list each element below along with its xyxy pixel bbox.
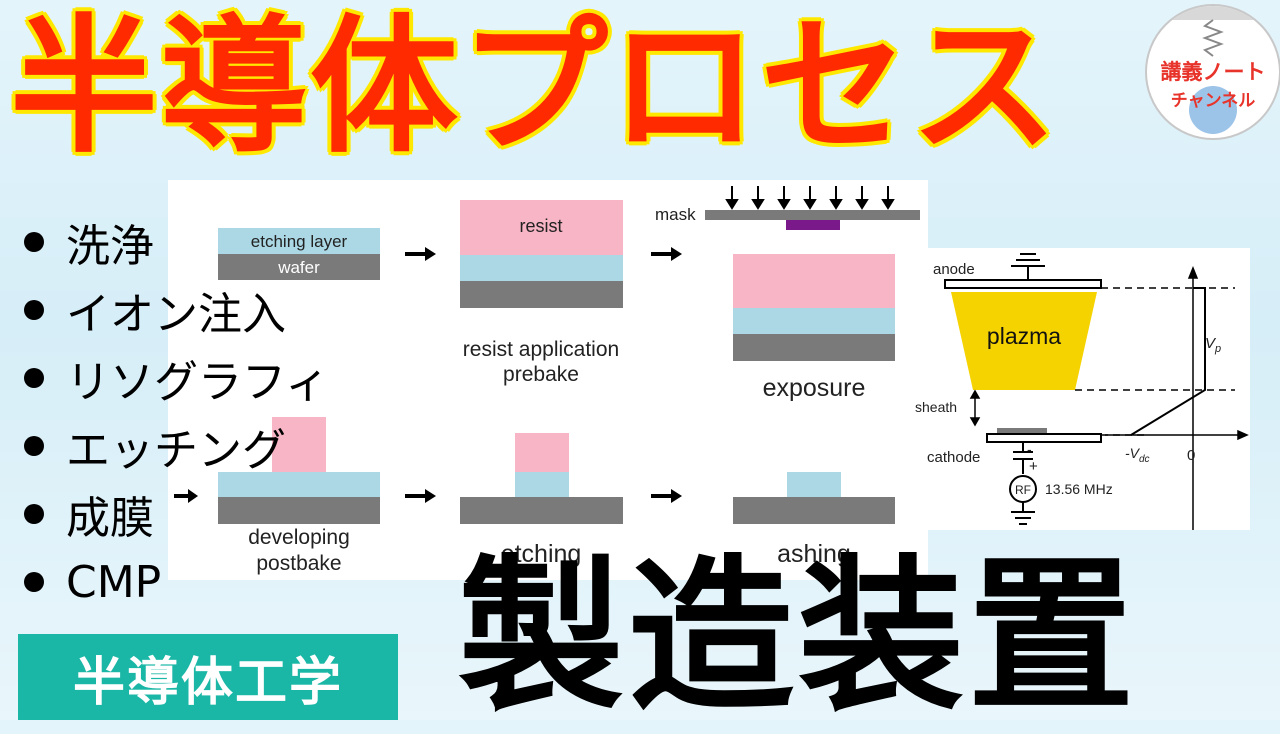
bullet-icon — [24, 368, 44, 388]
list-item-label: 洗浄 — [66, 221, 154, 272]
topic-list: 洗浄 イオン注入 リソグラフィ エッチング 成膜 CMP — [18, 208, 329, 616]
list-item: 洗浄 — [18, 208, 329, 276]
cathode-label: cathode — [927, 449, 980, 466]
wafer-layer — [460, 497, 623, 524]
wafer-layer — [733, 334, 895, 361]
vdc-sub: dc — [1139, 454, 1150, 465]
wafer-layer — [460, 281, 623, 308]
bullet-icon — [24, 300, 44, 320]
vp-label: V — [1205, 335, 1217, 352]
svg-text:Vp: Vp — [1205, 335, 1221, 355]
ground-icon — [1011, 253, 1045, 280]
equipment-heading: 製造装置 — [458, 541, 1138, 734]
main-title: 半導体プロセス — [10, 1, 1060, 173]
potential-curve — [1130, 287, 1206, 436]
list-item: イオン注入 — [18, 276, 329, 344]
arrow-icon — [651, 247, 682, 261]
etched-layer — [787, 472, 841, 497]
plasma-region — [951, 292, 1097, 390]
capacitor-icon — [1013, 442, 1033, 474]
list-item-label: CMP — [66, 556, 162, 608]
step-prebake-label: prebake — [503, 363, 579, 386]
bullet-icon — [24, 572, 44, 592]
plasma-label: plazma — [987, 323, 1061, 349]
wafer-layer — [733, 497, 895, 524]
list-item: 成膜 — [18, 480, 329, 548]
list-item-label: エッチング — [66, 425, 286, 476]
wafer-label: wafer — [277, 258, 320, 277]
process-diagram: etching layer wafer resist resist applic… — [168, 180, 928, 580]
mask-pattern — [786, 220, 840, 230]
vdc-label: -V — [1125, 445, 1141, 461]
mask — [705, 210, 920, 220]
step-exposure-label: exposure — [763, 374, 866, 402]
plasma-diagram: anode plazma Vp -Vdc 0 sheath cathode — [905, 248, 1250, 530]
frequency-label: 13.56 MHz — [1045, 481, 1113, 497]
svg-text:-Vdc: -Vdc — [1125, 445, 1150, 465]
anode-plate — [944, 279, 1102, 289]
resist-pattern — [272, 417, 326, 472]
sheath-label: sheath — [915, 399, 957, 415]
channel-logo: 講義ノート チャンネル — [1145, 4, 1280, 140]
etching-layer-label: etching layer — [251, 232, 348, 251]
minus-label: - — [1027, 441, 1032, 457]
resist-layer — [460, 200, 623, 255]
resist-layer — [733, 254, 895, 308]
resist-label: resist — [519, 216, 562, 236]
arrow-icon — [405, 489, 436, 503]
etching-layer — [733, 308, 895, 334]
list-item-label: リソグラフィ — [66, 357, 330, 408]
cathode-plate — [986, 433, 1102, 443]
step-etching-label: etching — [501, 540, 582, 568]
plasma-diagram-graphic: anode plazma Vp -Vdc 0 sheath cathode — [915, 253, 1249, 530]
vp-sub: p — [1214, 343, 1221, 355]
bullet-icon — [24, 504, 44, 524]
wafer-layer — [218, 254, 380, 280]
zero-label: 0 — [1187, 447, 1195, 464]
logo-line2: チャンネル — [1170, 91, 1256, 111]
etching-layer — [218, 472, 380, 497]
axes — [1105, 265, 1249, 530]
arrow-icon — [174, 489, 198, 503]
arrow-icon — [651, 489, 682, 503]
bullet-icon — [24, 232, 44, 252]
etching-layer — [460, 255, 623, 281]
ground-icon — [1011, 502, 1035, 525]
list-item: CMP — [18, 548, 329, 616]
arrow-icon — [405, 247, 436, 261]
mask-label: mask — [655, 205, 696, 224]
step-ashing-label: ashing — [777, 540, 851, 568]
rf-label: RF — [1015, 483, 1031, 497]
list-item: リソグラフィ — [18, 344, 329, 412]
step-postbake-label: postbake — [256, 552, 341, 575]
logo-line1: 講義ノート — [1160, 60, 1266, 84]
list-item-label: イオン注入 — [66, 289, 286, 340]
list-item-label: 成膜 — [66, 493, 154, 544]
etching-layer — [218, 228, 380, 254]
plus-label: + — [1029, 458, 1038, 475]
anode-label: anode — [933, 261, 975, 278]
list-item: エッチング — [18, 412, 329, 480]
subject-badge: 半導体工学 — [18, 634, 398, 720]
exposure-arrows — [725, 186, 895, 210]
resist-pattern — [515, 433, 569, 472]
bullet-icon — [24, 436, 44, 456]
logo-graphic — [1167, 6, 1259, 134]
step-developing-label: developing — [248, 526, 350, 549]
process-diagram-graphic: etching layer wafer resist resist applic… — [174, 186, 920, 575]
wafer-on-cathode — [997, 428, 1047, 434]
wafer-layer — [218, 497, 380, 524]
etched-layer — [515, 472, 569, 497]
sheath-arrow-icon — [969, 389, 981, 427]
step-resist-label: resist application — [463, 338, 619, 361]
